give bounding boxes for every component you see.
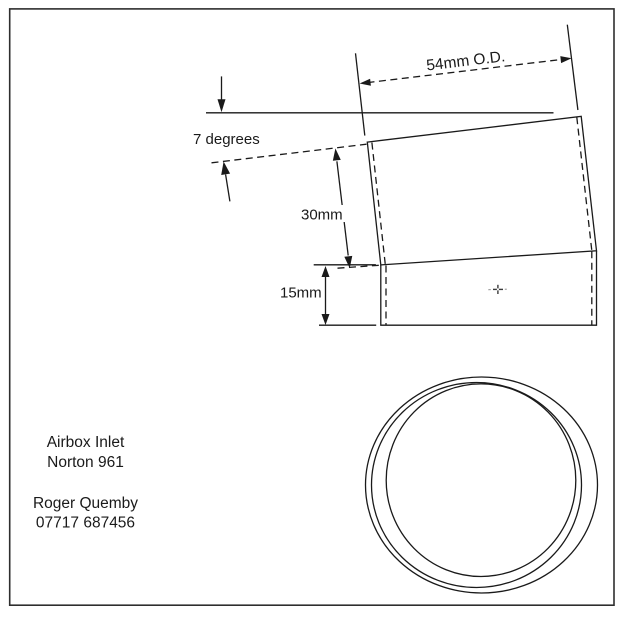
svg-text:Norton 961: Norton 961 <box>47 454 124 471</box>
svg-text:7 degrees: 7 degrees <box>193 131 260 148</box>
svg-text:Roger Quemby: Roger Quemby <box>33 495 138 512</box>
svg-text:Airbox Inlet: Airbox Inlet <box>47 434 125 451</box>
svg-text:07717 687456: 07717 687456 <box>36 515 135 532</box>
svg-text:30mm: 30mm <box>301 206 343 223</box>
svg-text:15mm: 15mm <box>280 285 322 302</box>
